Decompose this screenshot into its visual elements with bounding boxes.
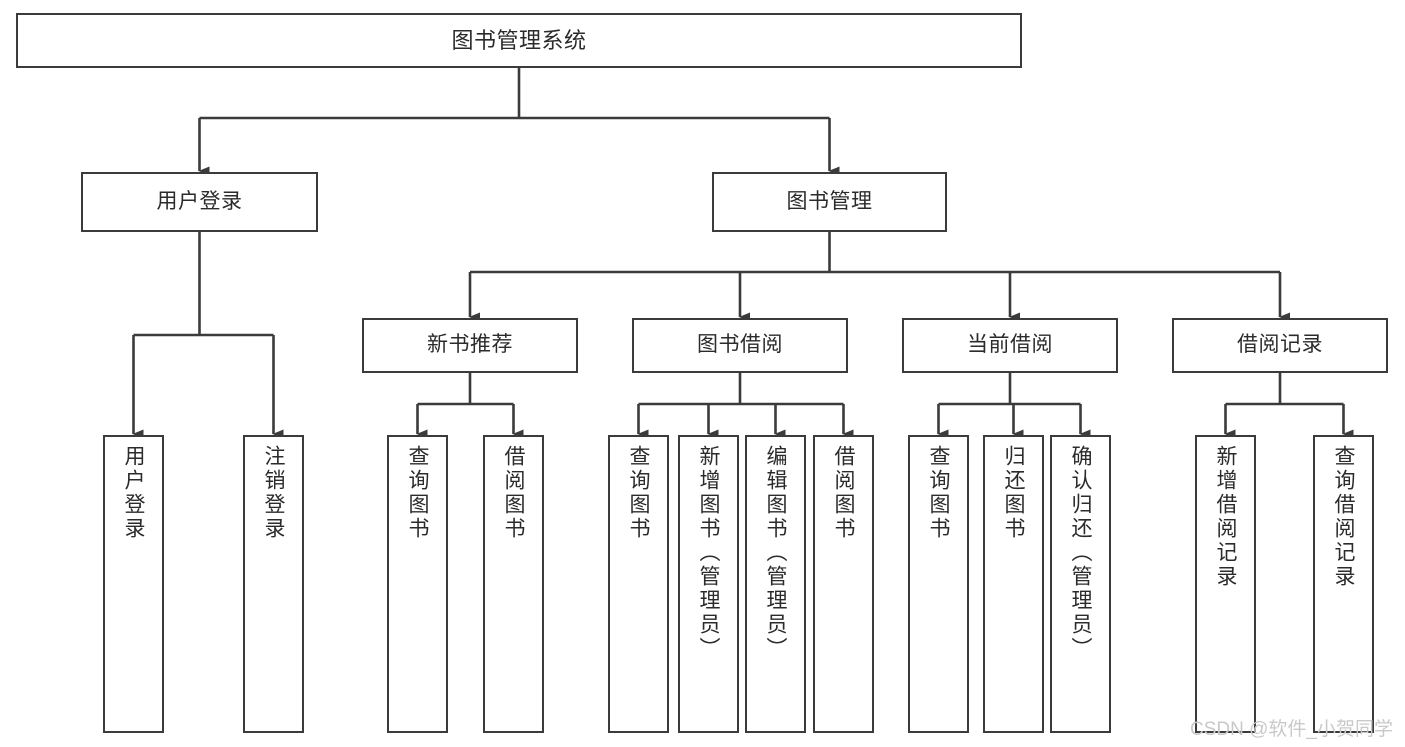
node-label: 图书借阅 bbox=[697, 333, 783, 357]
node-label: 当前借阅 bbox=[967, 333, 1053, 357]
node-label: 借阅图书 bbox=[502, 445, 525, 541]
node-label: 编辑图书（管理员） bbox=[764, 445, 787, 661]
leaf-borrow-books-recommendation[interactable]: 借阅图书 bbox=[483, 435, 544, 733]
node-label: 查询图书 bbox=[406, 445, 429, 541]
leaf-edit-book-admin[interactable]: 编辑图书（管理员） bbox=[745, 435, 806, 733]
leaf-logout[interactable]: 注销登录 bbox=[243, 435, 304, 733]
node-book-borrowing[interactable]: 图书借阅 bbox=[632, 318, 848, 373]
leaf-query-books-current[interactable]: 查询图书 bbox=[908, 435, 969, 733]
node-label: 归还图书 bbox=[1002, 445, 1025, 541]
node-label: 查询图书 bbox=[627, 445, 650, 541]
leaf-query-borrowing-record[interactable]: 查询借阅记录 bbox=[1313, 435, 1374, 733]
node-label: 新书推荐 bbox=[427, 333, 513, 357]
node-book-management-system[interactable]: 图书管理系统 bbox=[16, 13, 1022, 68]
leaf-borrow-books[interactable]: 借阅图书 bbox=[813, 435, 874, 733]
node-label: 新增图书（管理员） bbox=[697, 445, 720, 661]
leaf-query-books-recommendation[interactable]: 查询图书 bbox=[387, 435, 448, 733]
node-label: 用户登录 bbox=[156, 189, 243, 213]
leaf-query-books-borrowing[interactable]: 查询图书 bbox=[608, 435, 669, 733]
node-user-login[interactable]: 用户登录 bbox=[81, 172, 318, 232]
node-label: 借阅记录 bbox=[1237, 333, 1323, 357]
node-label: 查询图书 bbox=[927, 445, 950, 541]
node-new-book-recommendation[interactable]: 新书推荐 bbox=[362, 318, 578, 373]
node-current-borrowing[interactable]: 当前借阅 bbox=[902, 318, 1118, 373]
node-label: 新增借阅记录 bbox=[1214, 445, 1237, 589]
node-book-management[interactable]: 图书管理 bbox=[712, 172, 947, 232]
node-label: 查询借阅记录 bbox=[1332, 445, 1355, 589]
node-label: 注销登录 bbox=[262, 445, 285, 541]
leaf-user-login[interactable]: 用户登录 bbox=[103, 435, 164, 733]
node-label: 借阅图书 bbox=[832, 445, 855, 541]
leaf-add-borrowing-record[interactable]: 新增借阅记录 bbox=[1195, 435, 1256, 733]
node-label: 用户登录 bbox=[122, 445, 145, 541]
node-borrowing-records[interactable]: 借阅记录 bbox=[1172, 318, 1388, 373]
leaf-return-books[interactable]: 归还图书 bbox=[983, 435, 1044, 733]
node-label: 确认归还（管理员） bbox=[1069, 445, 1092, 661]
node-label: 图书管理 bbox=[786, 189, 873, 213]
leaf-add-book-admin[interactable]: 新增图书（管理员） bbox=[678, 435, 739, 733]
node-label: 图书管理系统 bbox=[451, 27, 587, 53]
leaf-confirm-return-admin[interactable]: 确认归还（管理员） bbox=[1050, 435, 1111, 733]
